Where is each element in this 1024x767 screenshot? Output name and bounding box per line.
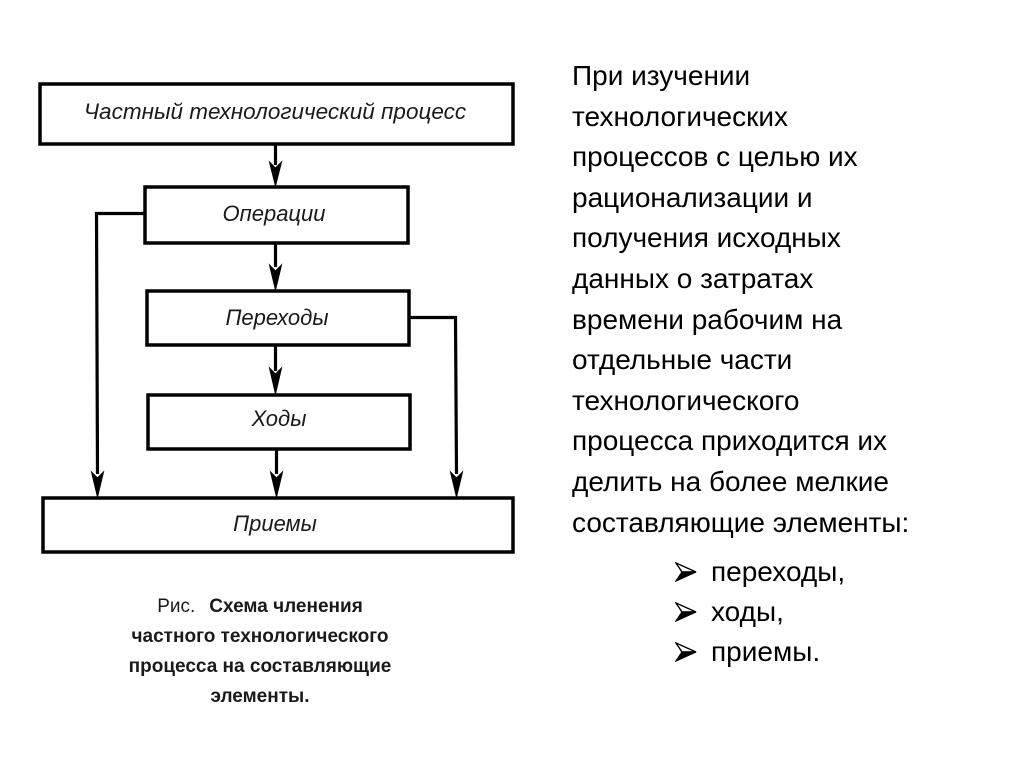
arrowhead-icon: [90, 470, 105, 498]
node-operations: Операции: [143, 185, 410, 245]
description-line: составляющие элементы:: [572, 506, 910, 538]
figure-caption: Рис. Схема членения частного технологичес…: [60, 592, 460, 712]
description-line: отдельные части: [572, 344, 793, 376]
bullet-item: приемы.: [675, 632, 845, 672]
caption-title-line: Схема членения: [209, 596, 363, 617]
arrowhead-icon: [268, 366, 283, 395]
bullet-text: ходы,: [711, 596, 784, 627]
caption-title-line: элементы.: [210, 686, 310, 707]
elements-bullet-list: переходы, ходы, приемы.: [675, 552, 845, 672]
arrowhead-icon: [449, 470, 464, 498]
arrowhead-bullet-icon: [675, 562, 697, 582]
description-line: процесса приходится их: [572, 425, 888, 457]
node-private-technological-process: Частный технологический процесс: [38, 82, 515, 146]
arrowhead-icon: [268, 160, 283, 187]
bullet-text: переходы,: [711, 556, 846, 587]
description-line: При изучении: [572, 60, 751, 91]
node-transitions: Переходы: [145, 289, 411, 347]
node-techniques: Приемы: [41, 496, 515, 554]
description-line: технологического: [572, 384, 800, 416]
arrowhead-icon: [268, 263, 283, 291]
node-label: Ходы: [251, 406, 307, 431]
bullet-text: приемы.: [711, 636, 821, 667]
description-line: технологических: [572, 100, 789, 132]
node-label: Частный технологический процесс: [84, 99, 466, 124]
description-line: времени рабочим на: [572, 303, 843, 335]
arrowhead-icon: [269, 470, 284, 498]
node-label: Операции: [223, 201, 326, 226]
description-paragraph: При изучении технологических процессов с…: [572, 56, 1012, 543]
node-label: Приемы: [233, 511, 317, 536]
process-breakdown-diagram: Частный технологический процесс Операции…: [38, 82, 515, 554]
node-label: Переходы: [225, 305, 328, 330]
bullet-item: ходы,: [675, 592, 845, 632]
arrowhead-bullet-icon: [675, 642, 697, 662]
caption-prefix: Рис.: [157, 596, 196, 617]
description-line: получения исходных: [572, 222, 841, 254]
arrow-operations-to-techniques-left: [94, 211, 145, 475]
caption-title-line: частного технологического: [131, 626, 389, 647]
arrowhead-bullet-icon: [675, 602, 697, 622]
node-passes: Ходы: [146, 393, 412, 451]
bullet-item: переходы,: [675, 552, 845, 592]
caption-line: Рис. Схема членения: [60, 592, 460, 622]
description-line: данных о затратах: [572, 262, 814, 294]
description-line: делить на более мелкие: [572, 465, 889, 497]
caption-title-line: процесса на составляющие: [128, 656, 392, 677]
arrow-transitions-to-techniques-right: [409, 315, 459, 475]
description-line: процессов с целью их: [572, 141, 858, 173]
description-line: рационализации и: [572, 181, 813, 213]
